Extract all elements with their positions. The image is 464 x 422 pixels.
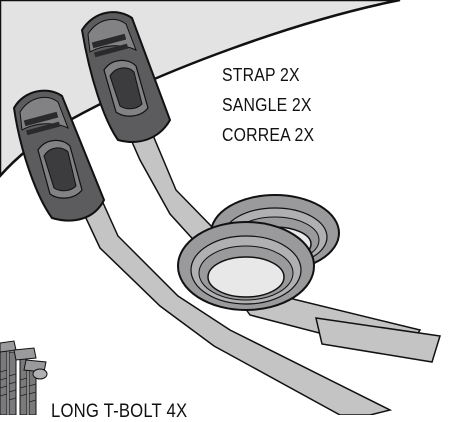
strap-label-group: STRAP 2X SANGLE 2X CORREA 2X [222,66,327,156]
strap-label-en: STRAP 2X [222,65,300,85]
strap-label-fr: SANGLE 2X [222,95,312,115]
coil-lower-hole [207,256,285,298]
strap-buckle-lower-icon [12,89,106,222]
t-bolt-icon [0,340,48,415]
strap-upper-tail [315,317,441,363]
strap-lower-icon [38,111,393,415]
strap-buckle-upper-icon [80,11,172,143]
bolt-label: LONG T-BOLT 4X [51,401,188,422]
strap-label-es: CORREA 2X [222,125,315,145]
